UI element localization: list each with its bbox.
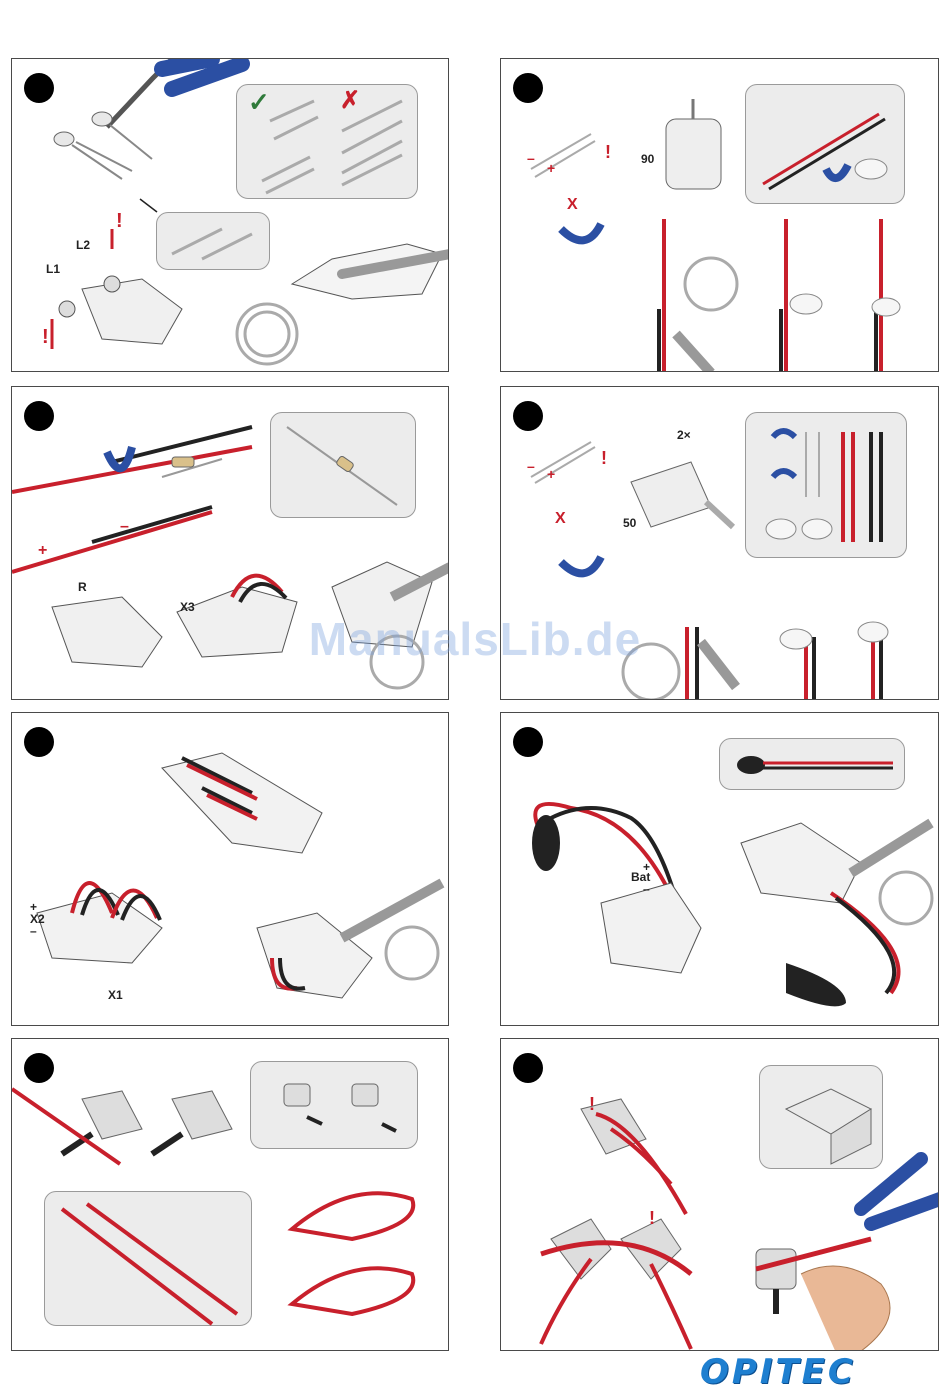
plus-label: + <box>38 543 47 559</box>
cross-icon: ✗ <box>340 89 360 113</box>
check-icon: ✓ <box>248 89 270 115</box>
label-l2: L2 <box>76 239 90 251</box>
resistor-label: R <box>78 581 87 593</box>
minus-label: – <box>120 519 129 535</box>
warning-mark-2: ! <box>649 1209 655 1227</box>
step7-illustration <box>12 1039 449 1351</box>
warning-mark-2: ! <box>42 327 49 347</box>
plus-label: + <box>547 161 555 175</box>
x1-label: X1 <box>108 989 123 1001</box>
step6-illustration <box>501 713 939 1026</box>
quantity-label: 2× <box>677 429 691 441</box>
step8-illustration <box>501 1039 939 1351</box>
angle-label: 50 <box>623 517 636 529</box>
x-mark: X <box>555 511 566 527</box>
step-panel-5: X2 X1 + – <box>11 712 449 1026</box>
label-l1: L1 <box>46 263 60 275</box>
step-panel-8: ! ! <box>500 1038 939 1351</box>
x-mark: X <box>567 197 578 213</box>
warning-mark: ! <box>601 449 607 467</box>
warning-mark: ! <box>605 143 611 161</box>
minus-label: – <box>30 925 37 937</box>
minus-label: – <box>527 151 535 165</box>
step-panel-1: L1 L2 ✓ ✗ ! ! <box>11 58 449 372</box>
plus-label: + <box>547 467 555 481</box>
step1-illustration <box>12 59 449 372</box>
watermark: ManualsLib.de <box>0 612 950 666</box>
step-panel-2: – + ! 90 X <box>500 58 939 372</box>
angle-label: 90 <box>641 153 654 165</box>
brand-logo: OPITEC <box>700 1352 856 1392</box>
warning-mark-1: ! <box>589 1095 595 1113</box>
step-panel-7 <box>11 1038 449 1351</box>
plus-label: + <box>30 901 37 913</box>
step2-illustration <box>501 59 939 372</box>
minus-label: – <box>643 883 650 895</box>
warning-mark-1: ! <box>116 211 123 231</box>
step-panel-6: + Bat – <box>500 712 939 1026</box>
step5-illustration <box>12 713 449 1026</box>
minus-label: – <box>527 459 535 473</box>
